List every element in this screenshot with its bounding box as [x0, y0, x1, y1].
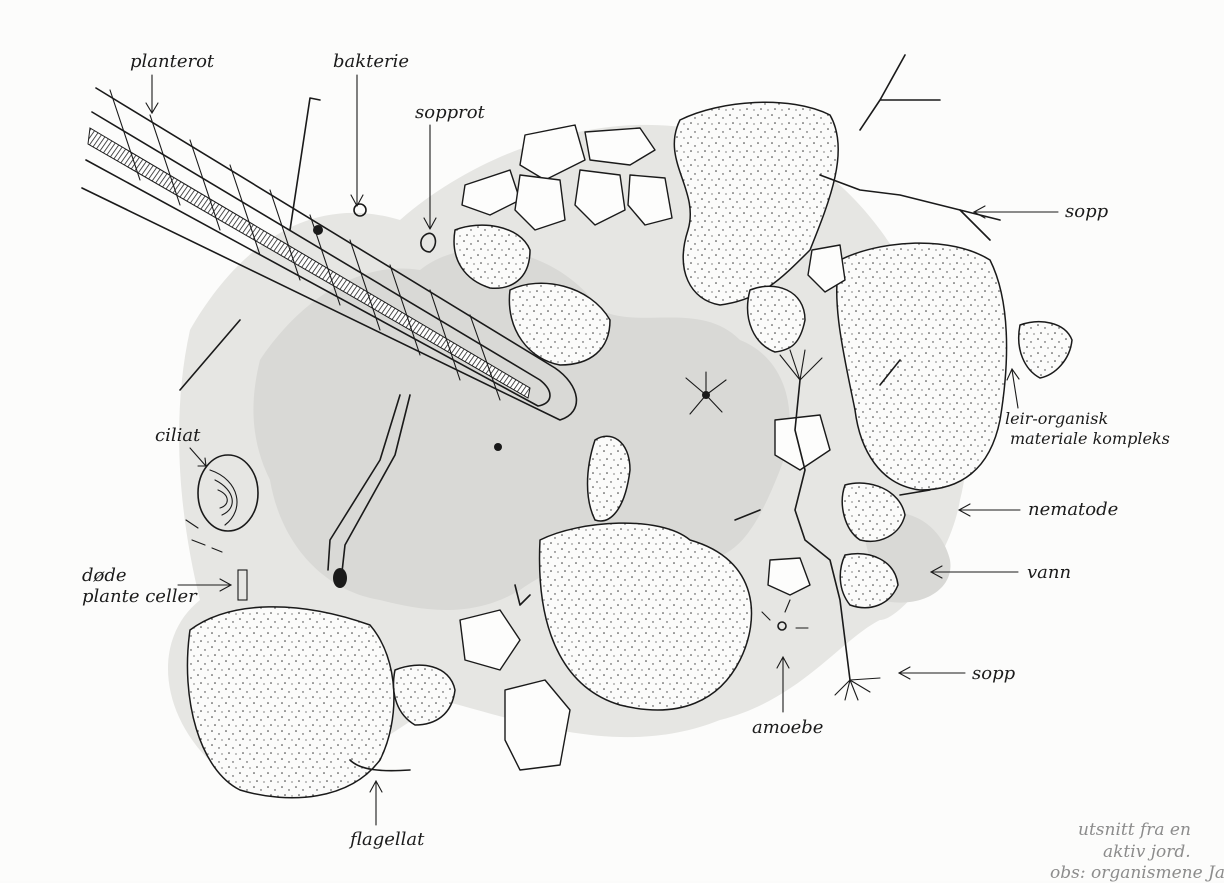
label-nematode: nematode — [1028, 500, 1118, 520]
label-dode-line1: døde — [82, 566, 127, 586]
label-flagellat: flagellat — [350, 830, 424, 850]
label-bakterie: bakterie — [333, 52, 409, 72]
label-ciliat: ciliat — [155, 426, 200, 446]
note-line1: utsnitt fra en — [1078, 820, 1191, 840]
label-leir-line1: leir-organisk — [1005, 410, 1108, 428]
label-amoebe: amoebe — [752, 718, 823, 738]
label-sopp-bottom: sopp — [972, 664, 1015, 684]
label-sopp-top: sopp — [1065, 202, 1108, 222]
label-dode-line2: plante celler — [82, 587, 197, 607]
label-leir-line2: materiale kompleks — [1010, 430, 1170, 448]
label-planterot: planterot — [130, 52, 214, 72]
note-line2: aktiv jord. — [1103, 842, 1191, 862]
label-sopprot: sopprot — [415, 103, 485, 123]
label-vann: vann — [1027, 563, 1071, 583]
note-line3: obs: organismene Ja — [1050, 863, 1224, 883]
